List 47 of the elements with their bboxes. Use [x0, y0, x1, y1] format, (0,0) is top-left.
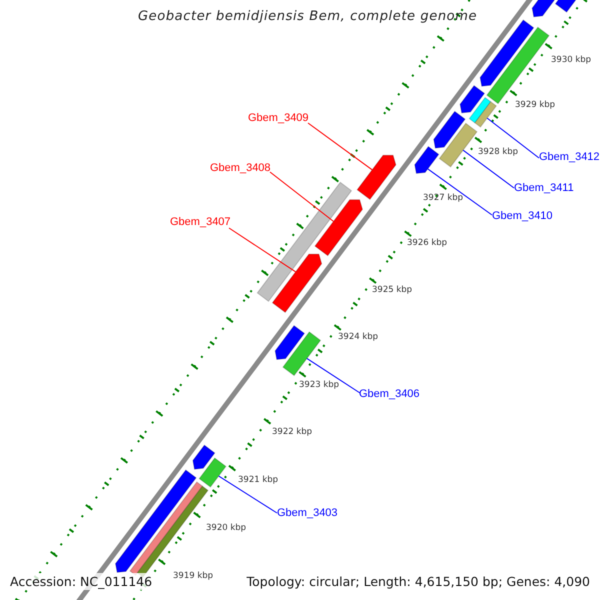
gene-label: Gbem_3406: [359, 388, 420, 400]
leader-line: [486, 118, 540, 158]
leader-line: [306, 358, 360, 394]
map-title: Geobacter bemidjiensis Bem, complete genome: [138, 9, 478, 24]
tick-label: 3919 kbp: [173, 571, 214, 581]
leader-line: [462, 150, 514, 188]
gene-label: Gbem_3409: [248, 112, 309, 124]
gene-bar: [474, 101, 497, 128]
gene-label: Gbem_3411: [514, 182, 574, 194]
gene-bar: [282, 331, 322, 376]
tick-label: 3920 kbp: [206, 523, 246, 533]
gene-block: [314, 199, 364, 256]
tick-label: 3928 kbp: [478, 147, 518, 157]
tick-label: 3929 kbp: [515, 100, 556, 110]
leader-line: [308, 122, 373, 170]
gene-block: [433, 110, 466, 149]
leader-line: [270, 172, 334, 222]
gene-label: Gbem_3403: [277, 507, 338, 519]
tick-label: 3926 kbp: [407, 238, 448, 248]
tick-label: 3930 kbp: [551, 55, 592, 65]
gene-bar: [438, 122, 478, 168]
leader-line: [427, 168, 492, 216]
gene-label: Gbem_3410: [492, 210, 553, 222]
gene-block: [460, 84, 486, 114]
gene-block: [114, 469, 197, 573]
gene-label: Gbem_3407: [170, 216, 231, 228]
tick-label: 3925 kbp: [372, 285, 412, 295]
gene-block: [274, 324, 306, 360]
gene-block: [192, 444, 216, 470]
tick-label: 3927 kbp: [423, 193, 464, 203]
genome-info: Topology: circular; Length: 4,615,150 bp; Genes: 4,090: [246, 573, 591, 590]
gene-block: [272, 254, 322, 314]
leader-line: [218, 476, 278, 514]
gene-label: Gbem_3408: [210, 162, 271, 174]
gene-block: [480, 19, 534, 87]
gene-block: [414, 146, 440, 174]
tick-label: 3923 kbp: [299, 380, 340, 390]
gene-block: [356, 154, 396, 200]
gene-block: [532, 0, 558, 18]
accession-label: Accession: NC_011146: [8, 573, 154, 590]
tick-label: 3924 kbp: [338, 332, 378, 342]
leader-line: [228, 228, 296, 272]
tick-label: 3921 kbp: [238, 475, 278, 485]
gene-bar: [256, 182, 352, 302]
gene-bar: [198, 457, 227, 488]
tick-label: 3922 kbp: [272, 427, 312, 437]
gene-label: Gbem_3412: [539, 151, 600, 163]
